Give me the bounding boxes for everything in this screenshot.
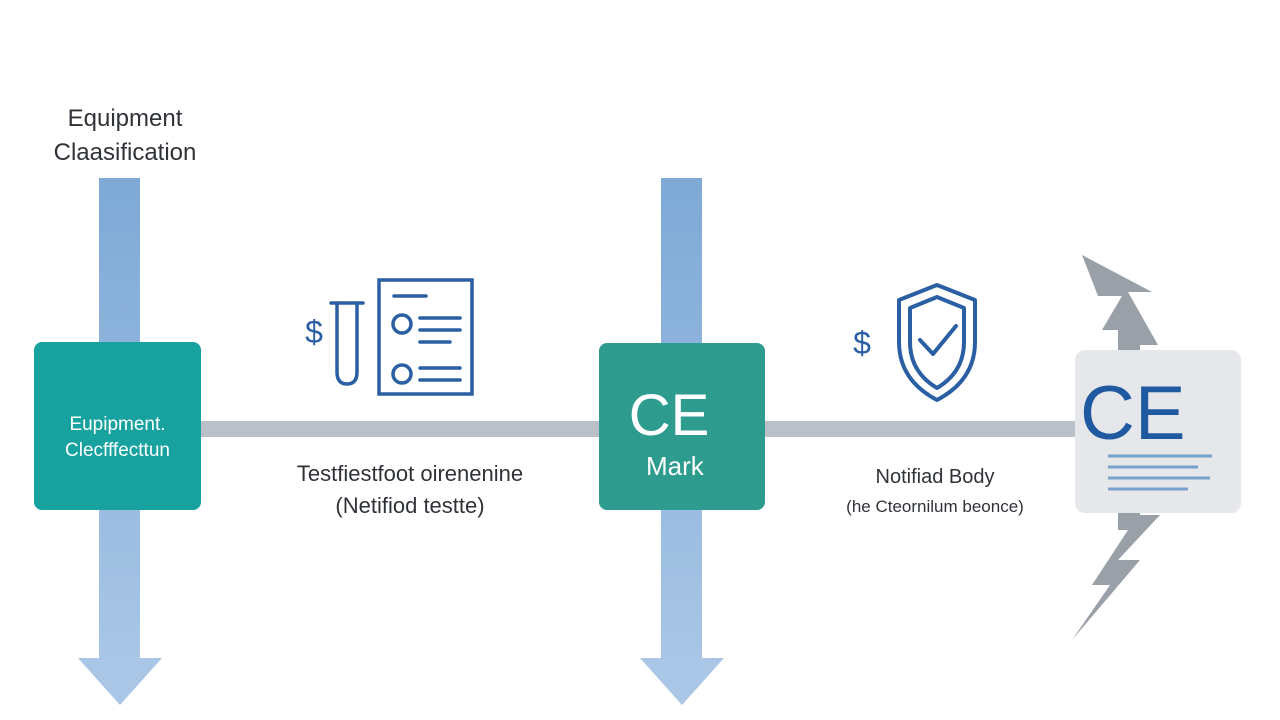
top-heading-line-2: Claasification xyxy=(53,139,197,166)
shield-check-icon xyxy=(897,283,977,402)
test-tube-icon xyxy=(329,301,365,386)
ce-mark-box-ce: CE xyxy=(628,383,710,448)
dollar-icon: $ xyxy=(305,314,323,350)
ce-mark-box: CE Mark xyxy=(599,343,765,510)
ce-certificate-card-label: CE xyxy=(1080,371,1186,456)
equipment-classification-box-label: Eupipment. Clecfffecttun xyxy=(34,412,201,463)
connector-line-2 xyxy=(764,421,1076,437)
connector-line-1 xyxy=(200,421,602,437)
box-1-line-1: Eupipment. xyxy=(69,414,166,435)
certificate-text-lines-icon xyxy=(1108,454,1212,491)
ce-mark-box-mark: Mark xyxy=(646,449,704,484)
ce-mark-box-label: CE xyxy=(599,385,739,447)
notified-body-label-line-1: Notifiad Body xyxy=(875,466,995,488)
ce-certificate-card-bg xyxy=(1075,350,1241,513)
testing-step-label: Testfiestfoot oirenenine (Netifiod testt… xyxy=(250,458,570,522)
box-1-line-2: Clecfffecttun xyxy=(65,439,170,461)
equipment-classification-box: Eupipment. Clecfffecttun xyxy=(34,342,201,510)
testing-step-label-line-1: Testfiestfoot oirenenine xyxy=(296,461,524,486)
dollar-icon: $ xyxy=(853,325,871,361)
document-checklist-icon xyxy=(377,278,474,396)
top-heading: Equipment Claasification xyxy=(40,102,210,170)
notified-body-step-label: Notifiad Body (he Cteornilum beonce) xyxy=(800,462,1070,522)
notified-body-label-line-2: (he Cteornilum beonce) xyxy=(846,497,1024,516)
testing-step-label-line-2: (Netifiod testte) xyxy=(335,493,485,518)
ce-mark-box-mark-text: Mark xyxy=(646,451,704,481)
top-heading-line-1: Equipment xyxy=(67,105,183,132)
